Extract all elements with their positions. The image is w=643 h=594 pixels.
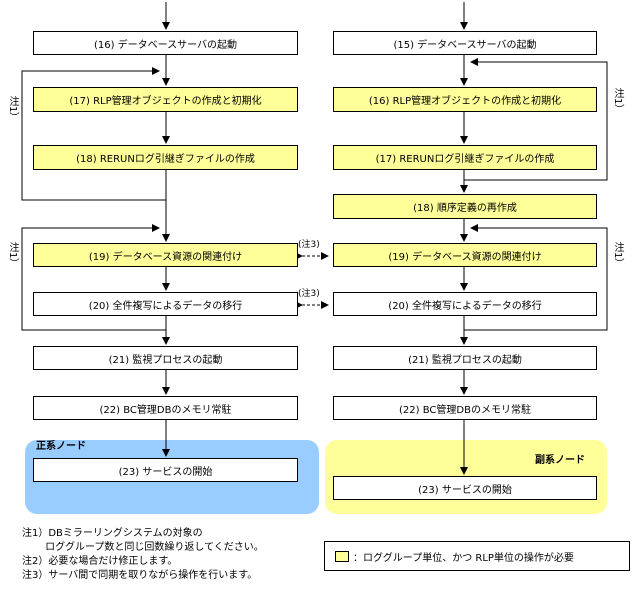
left-step-17-box: (17) RLP管理オブジェクトの作成と初期化 [33,87,298,112]
footnote-2: 注2）必要な場合だけ修正します。 [22,556,178,567]
left-loop-note-1: 注1） [6,96,18,123]
legend-box: ：ロググループ単位、かつ RLP単位の操作が必要 [324,541,630,571]
right-step-15-box: (15) データベースサーバの起動 [333,31,597,55]
right-step-16-box: (16) RLP管理オブジェクトの作成と初期化 [333,87,597,112]
left-step-23-box: (23) サービスの開始 [33,458,298,482]
sync-note-20: (注3) [298,289,320,299]
left-step-16-box: (16) データベースサーバの起動 [33,31,298,55]
left-step-21-box: (21) 監視プロセスの起動 [33,346,298,370]
right-step-20-box: (20) 全件複写によるデータの移行 [333,292,597,316]
legend-swatch [335,550,349,562]
left-step-19-box: (19) データベース資源の関連付け [33,243,298,267]
right-step-23-box: (23) サービスの開始 [333,476,597,500]
left-step-22-box: (22) BC管理DBのメモリ常駐 [33,396,298,420]
right-step-22-box: (22) BC管理DBのメモリ常駐 [333,396,597,420]
right-step-19-box: (19) データベース資源の関連付け [333,243,597,267]
footnote-1b: ロググループ数と同じ回数繰り返してください。 [22,542,264,553]
right-step-18-box: (18) 順序定義の再作成 [333,194,597,219]
footnote-3: 注3）サーバ間で同期を取りながら操作を行います。 [22,570,258,581]
right-step-17-box: (17) RERUNログ引継ぎファイルの作成 [333,145,597,170]
left-step-18-box: (18) RERUNログ引継ぎファイルの作成 [33,145,298,170]
secondary-node-label: 副系ノード [535,455,585,466]
legend-text: ：ロググループ単位、かつ RLP単位の操作が必要 [353,552,574,564]
right-loop-note-1: 注1） [611,88,623,115]
sync-note-19: (注3) [298,240,320,250]
left-step-20-box: (20) 全件複写によるデータの移行 [33,292,298,316]
primary-node-label: 正系ノード [36,441,86,452]
footnote-1a: 注1）DBミラーリングシステムの対象の [22,528,203,539]
right-step-21-box: (21) 監視プロセスの起動 [333,346,597,370]
left-loop-note-2: 注1） [6,242,18,269]
right-loop-note-2: 注1） [611,242,623,269]
